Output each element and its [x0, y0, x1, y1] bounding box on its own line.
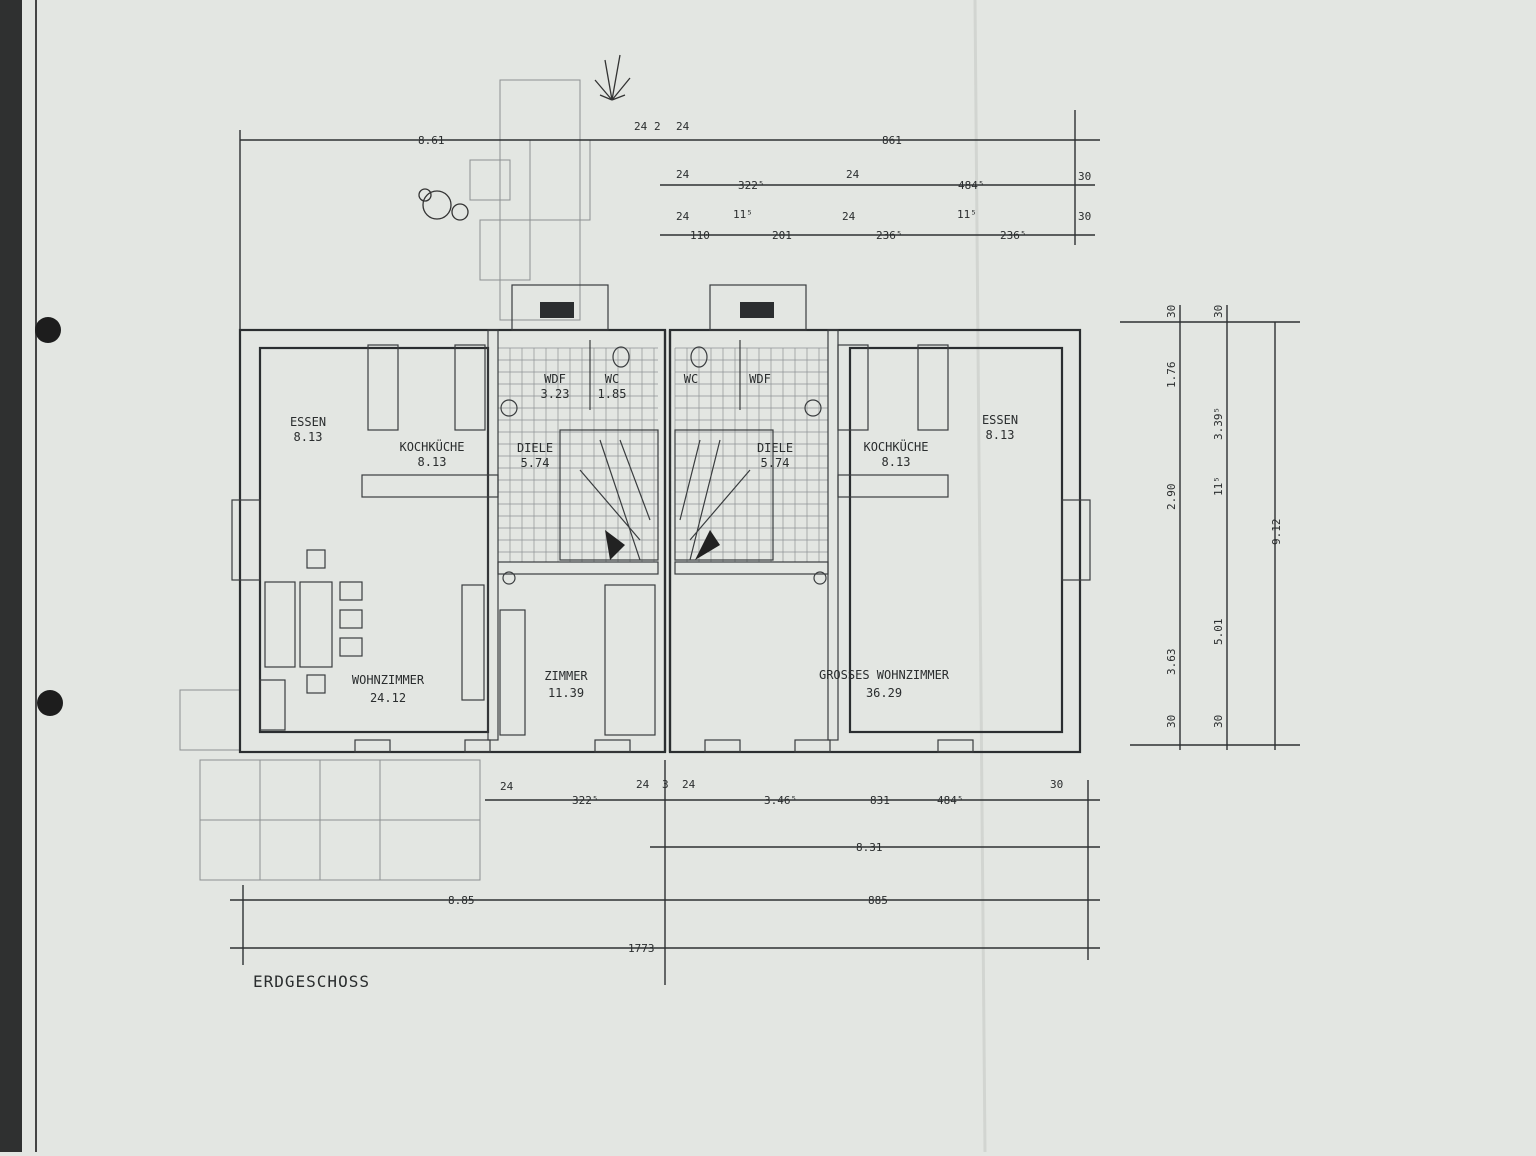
dim-label: 2 — [654, 120, 661, 133]
room-area: 36.29 — [866, 686, 902, 700]
floor-title: ERDGESCHOSS — [253, 972, 370, 991]
dim-label: 3.39⁵ — [1212, 407, 1225, 440]
dim-label: 24 — [500, 780, 514, 793]
dim-label: 8.85 — [448, 894, 475, 907]
dim-label: 11⁵ — [1212, 476, 1225, 496]
room-name: WDF — [749, 372, 771, 386]
room-area: 3.23 — [541, 387, 570, 401]
room-area: 8.13 — [882, 455, 911, 469]
dim-label: 24 — [676, 210, 690, 223]
dim-label: 24 — [634, 120, 648, 133]
dim-label: 8.61 — [418, 134, 445, 147]
dim-label: 30 — [1212, 305, 1225, 318]
room-area: 5.74 — [521, 456, 550, 470]
punch-hole — [35, 317, 61, 343]
dim-label: 24 — [676, 168, 690, 181]
dim-label: 24 — [682, 778, 696, 791]
dim-label: 24 — [846, 168, 860, 181]
dimensions-bottom: 24 322⁵ 24 3 24 3.46⁵ 831 484⁵ 30 8.31 8… — [448, 778, 1063, 955]
dim-label: 8.31 — [856, 841, 883, 854]
dim-label: 30 — [1165, 715, 1178, 728]
dimension-lines — [230, 110, 1300, 985]
room-name: ESSEN — [290, 415, 326, 429]
paper-fold — [973, 0, 987, 1153]
room-area: 1.85 — [598, 387, 627, 401]
dim-label: 1773 — [628, 942, 655, 955]
dim-label: 5.01 — [1212, 619, 1225, 646]
dim-label: 3.63 — [1165, 649, 1178, 676]
dim-label: 322⁵ — [738, 179, 765, 192]
plant-icon — [418, 54, 631, 221]
room-area: 8.13 — [418, 455, 447, 469]
dimensions-top: 8.61 24 2 24 861 24 322⁵ 24 484⁵ 30 24 1… — [418, 120, 1091, 242]
dim-label: 861 — [882, 134, 902, 147]
dim-label: 11⁵ — [733, 208, 753, 221]
dim-label: 236⁵ — [1000, 229, 1027, 242]
room-name: WC — [605, 372, 619, 386]
dim-label: 24 — [676, 120, 690, 133]
room-name: DIELE — [517, 441, 553, 455]
dim-label: 484⁵ — [958, 179, 985, 192]
room-name: GROSSES WOHNZIMMER — [819, 668, 950, 682]
dim-label: 2.90 — [1165, 484, 1178, 511]
dim-label: 236⁵ — [876, 229, 903, 242]
room-name: KOCHKÜCHE — [399, 438, 464, 454]
dim-label: 3.46⁵ — [764, 794, 797, 807]
room-area: 8.13 — [294, 430, 323, 444]
dimensions-right: 30 1.76 2.90 3.63 30 30 3.39⁵ 11⁵ 5.01 3… — [1165, 305, 1283, 728]
dim-label: 110 — [690, 229, 710, 242]
dim-label: 24 — [842, 210, 856, 223]
dim-label: 3 — [662, 778, 669, 791]
dim-label: 9.12 — [1270, 519, 1283, 546]
room-name: DIELE — [757, 441, 793, 455]
dim-label: 30 — [1165, 305, 1178, 318]
dim-label: 30 — [1212, 715, 1225, 728]
punch-hole — [37, 690, 63, 716]
dim-label: 885 — [868, 894, 888, 907]
room-name: KOCHKÜCHE — [863, 438, 928, 454]
dim-label: 30 — [1078, 170, 1091, 183]
garden-paving — [179, 79, 591, 881]
dim-label: 831 — [870, 794, 890, 807]
tile-grid — [497, 347, 828, 562]
binder-edge — [0, 0, 22, 1152]
room-name: WOHNZIMMER — [352, 673, 425, 687]
walls — [231, 284, 1091, 754]
dim-label: 30 — [1078, 210, 1091, 223]
room-area: 11.39 — [548, 686, 584, 700]
room-area: 8.13 — [986, 428, 1015, 442]
room-area: 24.12 — [370, 691, 406, 705]
room-name: WDF — [544, 372, 566, 386]
dim-label: 24 — [636, 778, 650, 791]
dim-label: 484⁵ — [937, 794, 964, 807]
dim-label: 30 — [1050, 778, 1063, 791]
dim-label: 11⁵ — [957, 208, 977, 221]
dim-label: 201 — [772, 229, 792, 242]
room-name: WC — [684, 372, 698, 386]
room-area: 5.74 — [761, 456, 790, 470]
dim-label: 1.76 — [1165, 362, 1178, 389]
room-name: ESSEN — [982, 413, 1018, 427]
dim-label: 322⁵ — [572, 794, 599, 807]
room-name: ZIMMER — [544, 669, 588, 683]
